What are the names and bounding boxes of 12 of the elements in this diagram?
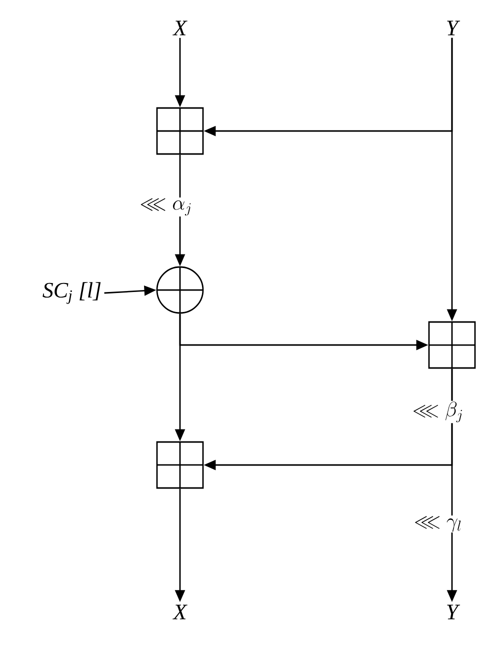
modular-adder-symbol bbox=[156, 441, 204, 489]
variable-label: Y bbox=[447, 20, 460, 36]
rotation-label: $\lll \beta_j$ bbox=[411, 400, 464, 424]
rotation-label: $\lll \alpha_j$ bbox=[138, 198, 194, 216]
rotation-label: $\lll \gamma_l$ bbox=[413, 516, 463, 533]
modular-adder-symbol bbox=[156, 107, 204, 155]
variable-label: X bbox=[172, 604, 188, 620]
input-label: SC$_{j}$ [l] bbox=[42, 282, 101, 304]
variable-label: Y bbox=[447, 604, 460, 620]
xor-symbol bbox=[156, 266, 204, 314]
variable-label: X bbox=[172, 20, 188, 36]
modular-adder-symbol bbox=[428, 321, 476, 369]
